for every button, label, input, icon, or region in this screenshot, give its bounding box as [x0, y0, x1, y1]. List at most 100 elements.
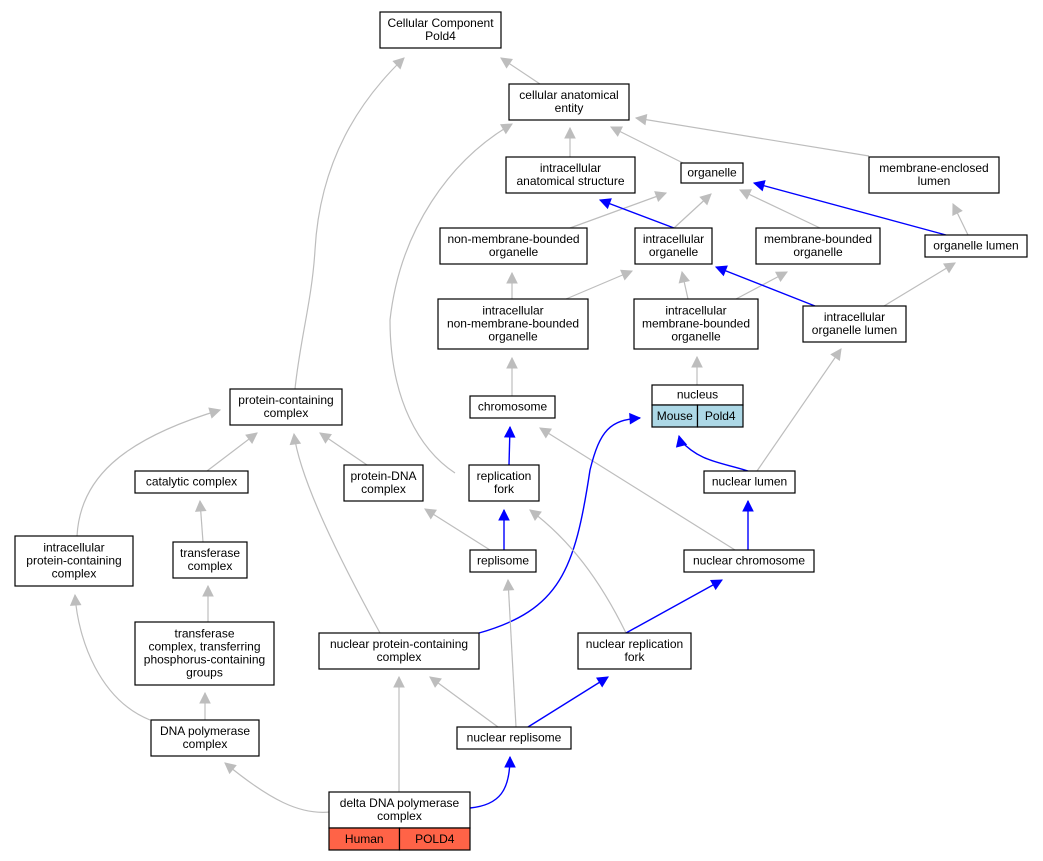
node-box: [508, 83, 630, 121]
node-catalytic-complex[interactable]: catalytic complex: [134, 470, 249, 494]
node-label: organelle: [489, 245, 539, 259]
node-label: protein-containing: [238, 393, 333, 407]
node-nuclear-lumen[interactable]: nuclear lumen: [703, 470, 796, 494]
edge-arrowhead: [429, 676, 442, 688]
node-label: anatomical structure: [516, 174, 624, 188]
node-label: Pold4: [425, 29, 456, 43]
node-replisome[interactable]: replisome: [469, 549, 537, 573]
edge-arrowhead: [529, 509, 542, 521]
edge-arrowhead: [503, 425, 516, 438]
graph-edge: [756, 348, 842, 472]
edge-arrowhead: [506, 356, 518, 369]
node-box: [755, 227, 881, 265]
node-box: [439, 227, 588, 265]
edge-arrowhead: [392, 57, 405, 70]
node-box: [683, 549, 815, 573]
node-label: membrane-bounded: [764, 232, 872, 246]
node-organelle-lumen[interactable]: organelle lumen: [924, 234, 1028, 258]
node-label: protein-DNA: [350, 469, 416, 483]
node-label: nucleus: [677, 388, 718, 402]
node-intracellular-non-membrane-bounded-organelle[interactable]: intracellularnon-membrane-boundedorganel…: [437, 298, 589, 350]
graph-edge: [539, 427, 736, 551]
edge-arrowhead: [654, 191, 668, 203]
edge-arrowhead: [319, 432, 332, 444]
edge-arrowhead: [539, 427, 552, 439]
edge-arrowhead: [634, 113, 648, 126]
node-box: [343, 464, 424, 502]
node-box: [134, 470, 249, 494]
edge-arrowhead: [830, 348, 842, 361]
edge-arrowhead: [224, 762, 237, 775]
graph-edge: [424, 508, 491, 551]
node-label: nuclear protein-containing: [330, 637, 468, 651]
node-label: nuclear lumen: [712, 475, 787, 489]
node-box: [14, 535, 134, 587]
graph-edge: [678, 435, 749, 472]
edge-arrowhead: [610, 126, 623, 137]
node-label: non-membrane-bounded: [447, 232, 579, 246]
node-box: [229, 388, 343, 426]
node-box: [379, 11, 502, 49]
node-label: nuclear replication: [586, 637, 683, 651]
node-chromosome[interactable]: chromosome: [469, 395, 556, 419]
edge-arrowhead: [710, 579, 723, 591]
node-box: [505, 156, 636, 194]
graph-edge: [565, 270, 633, 300]
graph-edge: [478, 417, 641, 634]
edge-arrowhead: [675, 434, 688, 448]
node-box: [318, 632, 480, 670]
node-box: [924, 234, 1028, 258]
graph-edge: [739, 189, 821, 229]
species-label: Human: [345, 832, 384, 846]
node-nuclear-chromosome[interactable]: nuclear chromosome: [683, 549, 815, 573]
graph-edge: [293, 433, 381, 634]
graph-edges: [69, 57, 969, 813]
graph-edge: [224, 762, 331, 813]
graph-edge: [599, 199, 675, 229]
node-label: groups: [186, 666, 223, 680]
node-label: complex: [183, 737, 228, 751]
edge-arrowhead: [691, 355, 703, 368]
node-organelle[interactable]: organelle: [680, 162, 744, 184]
edge-arrowhead: [506, 271, 518, 284]
node-label: organelle: [687, 166, 737, 180]
edge-arrowhead: [699, 193, 712, 206]
graph-edge: [610, 126, 684, 164]
graph-edge: [389, 123, 513, 474]
node-nuclear-replisome[interactable]: nuclear replisome: [456, 726, 572, 750]
edge-arrowhead: [500, 123, 513, 135]
node-box: [437, 298, 589, 350]
graph-edge: [527, 676, 609, 728]
edge-arrowhead: [943, 262, 956, 274]
node-label: complex, transferring: [148, 640, 260, 654]
node-label: chromosome: [478, 400, 548, 414]
edge-arrowhead: [199, 691, 211, 704]
edge-arrowhead: [245, 432, 258, 444]
node-label: intracellular: [43, 541, 104, 555]
node-label: entity: [555, 101, 584, 115]
graph-edge: [507, 579, 517, 728]
edge-arrowhead: [742, 499, 754, 512]
